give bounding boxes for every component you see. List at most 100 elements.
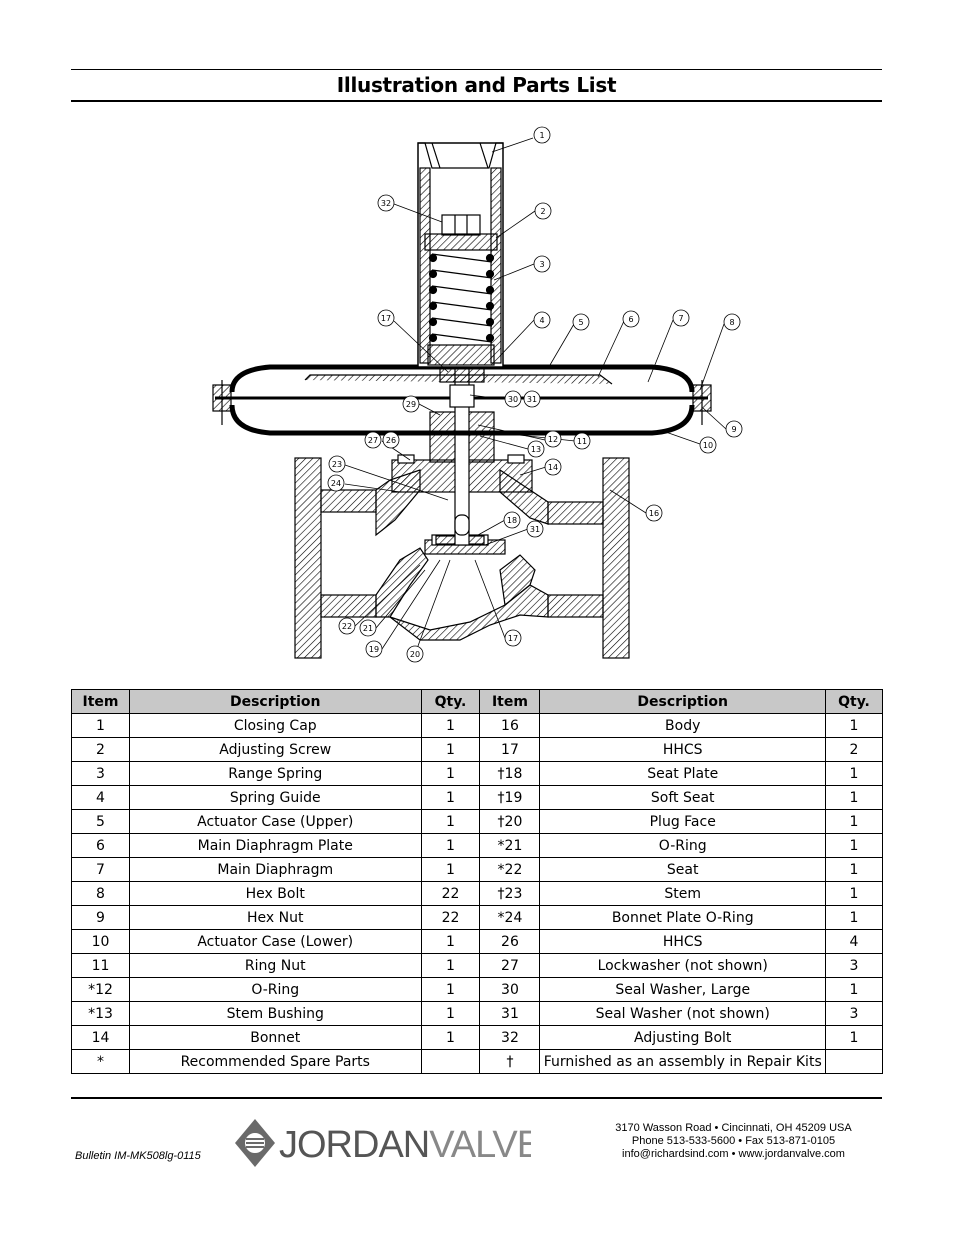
callout-label: 13 <box>531 445 541 454</box>
table-cell: 1 <box>420 977 481 1002</box>
callout-label: 2 <box>540 207 545 216</box>
callout-label: 22 <box>342 622 352 631</box>
callout-label: 8 <box>729 318 734 327</box>
table-cell: 1 <box>420 929 481 954</box>
table-cell: 1 <box>420 785 481 810</box>
table-cell: Hex Bolt <box>128 881 422 906</box>
callout-32: 32 <box>377 194 395 212</box>
table-cell: † <box>479 1049 541 1074</box>
table-cell: 1 <box>825 1025 883 1050</box>
callout-label: 5 <box>578 318 583 327</box>
callout-31-lower: 31 <box>526 520 544 538</box>
callout-label: 24 <box>331 479 341 488</box>
table-cell: 4 <box>825 929 883 954</box>
table-cell: 1 <box>420 809 481 834</box>
table-cell: 1 <box>825 809 883 834</box>
callout-14: 14 <box>544 458 562 476</box>
callout-17-lower: 17 <box>504 629 522 647</box>
table-cell: 2 <box>825 737 883 762</box>
table-cell: 26 <box>479 929 541 954</box>
table-cell: 22 <box>420 905 481 930</box>
table-cell: 1 <box>825 905 883 930</box>
table-cell: Actuator Case (Lower) <box>128 929 422 954</box>
callout-label: 14 <box>548 463 558 472</box>
callout-label: 7 <box>678 314 683 323</box>
table-cell: 10 <box>71 929 130 954</box>
table-cell: 3 <box>825 1001 883 1026</box>
table-cell: *21 <box>479 833 541 858</box>
table-cell: Lockwasher (not shown) <box>539 953 826 978</box>
table-cell: 1 <box>420 857 481 882</box>
phone-line: Phone 513-533-5600 • Fax 513-871-0105 <box>631 1135 836 1147</box>
bulletin-number: Bulletin IM-MK508lg-0115 <box>75 1150 201 1162</box>
footer-rule <box>71 1097 882 1099</box>
table-cell: 27 <box>479 953 541 978</box>
column-header: Qty. <box>825 689 883 714</box>
table-cell: Seal Washer (not shown) <box>539 1001 826 1026</box>
table-cell: 32 <box>479 1025 541 1050</box>
column-header: Description <box>128 689 422 714</box>
callout-label: 1 <box>539 131 544 140</box>
callout-label: 23 <box>332 460 342 469</box>
callout-2: 2 <box>534 202 552 220</box>
column-header: Description <box>539 689 826 714</box>
table-cell: 1 <box>825 761 883 786</box>
callout-29: 29 <box>402 395 420 413</box>
table-cell: 1 <box>825 713 883 738</box>
callout-4: 4 <box>533 311 551 329</box>
table-cell: 1 <box>71 713 130 738</box>
jordan-valve-logo-icon <box>235 1119 275 1167</box>
table-cell: *24 <box>479 905 541 930</box>
table-cell: 1 <box>825 857 883 882</box>
table-cell: HHCS <box>539 737 826 762</box>
table-cell: 3 <box>825 953 883 978</box>
table-cell: Stem Bushing <box>128 1001 422 1026</box>
table-cell: Actuator Case (Upper) <box>128 809 422 834</box>
table-cell: Plug Face <box>539 809 826 834</box>
callout-30: 30 <box>504 390 522 408</box>
table-cell: *22 <box>479 857 541 882</box>
leader-lines <box>344 137 727 655</box>
table-cell: Seat <box>539 857 826 882</box>
table-row: *Recommended Spare Parts†Furnished as an… <box>71 1049 883 1074</box>
callout-label: 16 <box>649 509 659 518</box>
callout-21: 21 <box>359 619 377 637</box>
callout-26: 26 <box>382 431 400 449</box>
callout-label: 21 <box>363 624 373 633</box>
contact-block: 3170 Wasson Road • Cincinnati, OH 45209 … <box>585 1122 882 1161</box>
callout-1: 1 <box>533 126 551 144</box>
callout-8: 8 <box>723 313 741 331</box>
table-cell: Body <box>539 713 826 738</box>
table-cell: Ring Nut <box>128 953 422 978</box>
table-cell: 14 <box>71 1025 130 1050</box>
column-header: Qty. <box>420 689 481 714</box>
table-cell: 11 <box>71 953 130 978</box>
table-cell: Soft Seat <box>539 785 826 810</box>
table-cell: 5 <box>71 809 130 834</box>
callout-label: 29 <box>406 400 416 409</box>
actuator <box>212 142 712 436</box>
callout-10: 10 <box>699 436 717 454</box>
callout-18: 18 <box>503 511 521 529</box>
title-underline <box>71 100 882 102</box>
callout-23: 23 <box>328 455 346 473</box>
callout-label: 3 <box>539 260 544 269</box>
table-cell: 4 <box>71 785 130 810</box>
table-cell: 1 <box>420 761 481 786</box>
page-title: Illustration and Parts List <box>336 73 617 97</box>
table-cell: Main Diaphragm <box>128 857 422 882</box>
table-cell: Bonnet Plate O-Ring <box>539 905 826 930</box>
table-cell: *12 <box>71 977 130 1002</box>
parts-list-table: Item Description Qty. Item Description Q… <box>71 689 883 1074</box>
svg-text:JORDANVALVE: JORDANVALVE <box>279 1124 531 1166</box>
table-cell <box>420 1049 481 1074</box>
callout-7: 7 <box>672 309 690 327</box>
